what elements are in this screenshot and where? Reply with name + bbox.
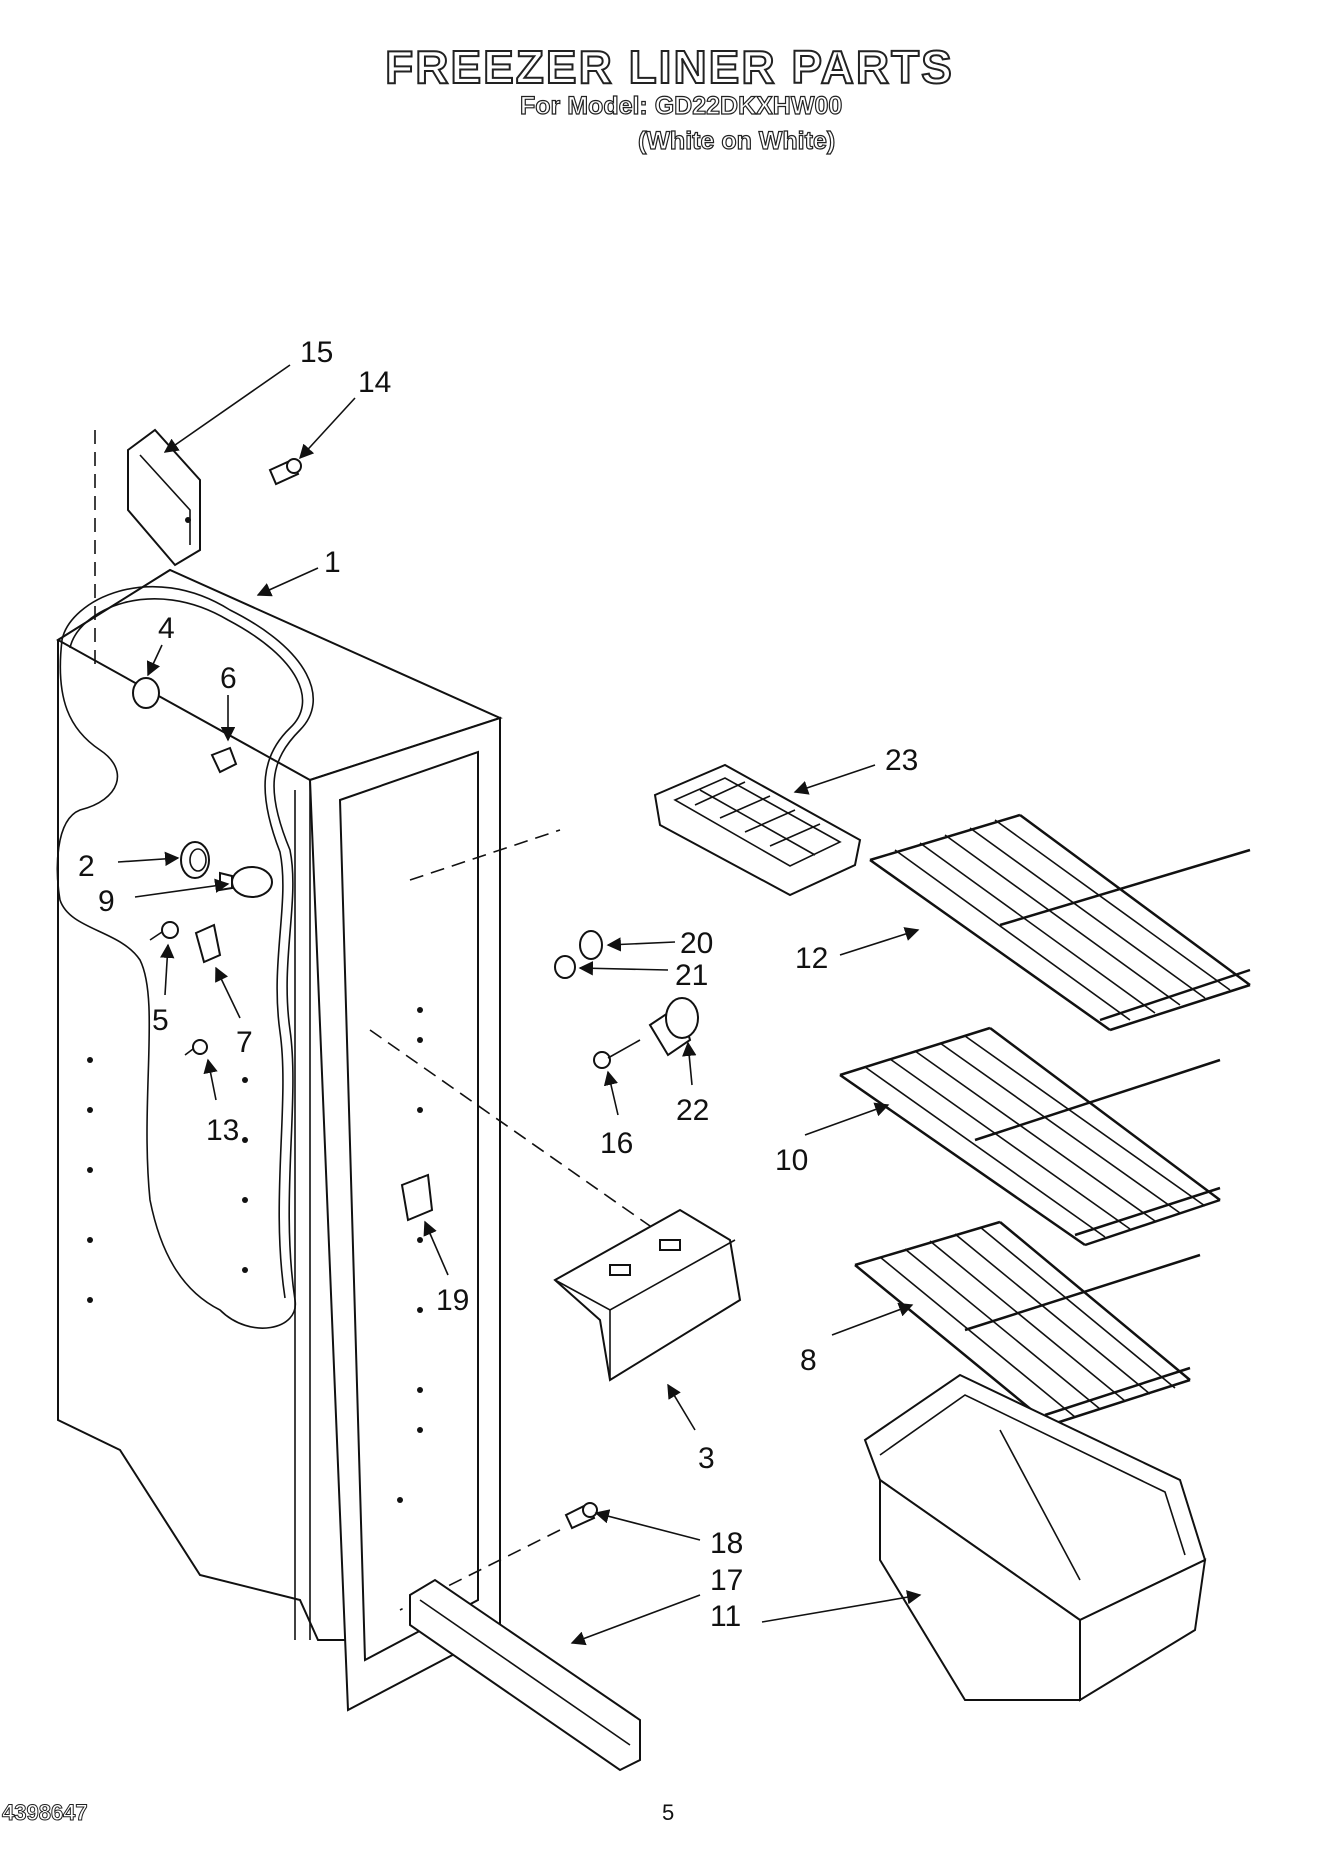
callout-14: 14 bbox=[358, 366, 391, 399]
color-variant: (White on White) bbox=[637, 126, 836, 155]
plug-part-4 bbox=[132, 677, 160, 709]
callout-8: 8 bbox=[800, 1344, 817, 1377]
callout-labels: 15 14 1 4 6 2 9 5 7 13 23 20 21 12 22 16… bbox=[78, 336, 918, 1633]
callout-19: 19 bbox=[436, 1284, 469, 1317]
light-bulb-part-9 bbox=[219, 866, 273, 898]
callout-7: 7 bbox=[236, 1026, 253, 1059]
callout-2: 2 bbox=[78, 850, 95, 883]
storage-bin-part-11 bbox=[863, 1373, 1207, 1702]
screw-part-13 bbox=[184, 1039, 208, 1056]
callout-23: 23 bbox=[885, 744, 918, 777]
screw-part-5 bbox=[149, 921, 179, 941]
callout-3: 3 bbox=[698, 1442, 715, 1475]
callout-5: 5 bbox=[152, 1004, 169, 1037]
callout-17: 17 bbox=[710, 1564, 743, 1597]
shelf-part-12 bbox=[869, 813, 1251, 1032]
callout-6: 6 bbox=[220, 662, 237, 695]
shelf-part-8 bbox=[854, 1220, 1201, 1427]
callout-22: 22 bbox=[676, 1094, 709, 1127]
callout-4: 4 bbox=[158, 612, 175, 645]
switch-part-19 bbox=[400, 1173, 434, 1222]
ice-tray-part-23 bbox=[653, 763, 862, 897]
callout-16: 16 bbox=[600, 1127, 633, 1160]
hinge-part-22 bbox=[648, 997, 699, 1057]
shelf-part-10 bbox=[839, 1026, 1221, 1247]
callout-18: 18 bbox=[710, 1527, 743, 1560]
rail-part-17 bbox=[409, 1578, 641, 1772]
callout-12: 12 bbox=[795, 942, 828, 975]
callout-10: 10 bbox=[775, 1144, 808, 1177]
callout-15: 15 bbox=[300, 336, 333, 369]
callout-11: 11 bbox=[710, 1600, 741, 1633]
bracket-part-15 bbox=[127, 428, 201, 567]
callout-arrows bbox=[117, 364, 922, 1646]
nut-part-21 bbox=[554, 955, 576, 979]
screw-part-16 bbox=[593, 1039, 641, 1069]
model-number: For Model: GD22DKXHW00 bbox=[519, 91, 843, 120]
screw-part-14 bbox=[268, 458, 302, 486]
switch-part-7 bbox=[194, 923, 222, 964]
damper-part-20 bbox=[579, 930, 603, 960]
cover-part-3 bbox=[553, 1208, 742, 1382]
socket-part-2 bbox=[180, 841, 210, 879]
page-title: FREEZER LINER PARTS bbox=[384, 40, 954, 94]
document-number: 4398647 bbox=[2, 1800, 89, 1826]
callout-13: 13 bbox=[206, 1114, 239, 1147]
callout-1: 1 bbox=[324, 546, 341, 579]
clip-part-6 bbox=[210, 746, 238, 774]
screw-part-18 bbox=[564, 1502, 598, 1530]
callout-21: 21 bbox=[675, 959, 708, 992]
callout-20: 20 bbox=[680, 927, 713, 960]
callout-9: 9 bbox=[98, 885, 115, 918]
page-number: 5 bbox=[662, 1800, 675, 1825]
